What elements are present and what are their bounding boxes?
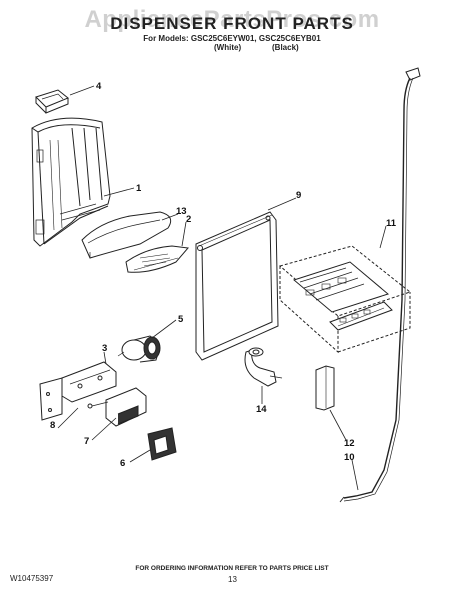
callout-7: 7 xyxy=(84,436,89,447)
ordering-note: FOR ORDERING INFORMATION REFER TO PARTS … xyxy=(135,565,329,572)
document-number: W10475397 xyxy=(10,574,54,583)
callout-12: 12 xyxy=(344,438,355,449)
part-8-plate xyxy=(39,377,63,421)
variant-white: (White) xyxy=(214,43,242,52)
part-9-frame xyxy=(195,211,279,361)
part-2-drip-tray xyxy=(125,245,189,273)
part-5-motor xyxy=(117,335,161,363)
callout-8: 8 xyxy=(50,420,55,431)
callout-13: 13 xyxy=(176,206,187,217)
part-10-tube xyxy=(339,67,421,503)
leader-lines xyxy=(57,85,387,491)
callout-9: 9 xyxy=(296,190,301,201)
watermark: AppliancePartsPros.com xyxy=(84,6,380,33)
callout-2: 2 xyxy=(186,214,191,225)
diagram-title: DISPENSER FRONT PARTS xyxy=(110,14,354,33)
callout-11: 11 xyxy=(386,218,397,229)
callout-labels: 4 1 13 2 9 11 5 3 8 7 6 14 12 10 xyxy=(50,81,397,469)
part-13-trim xyxy=(81,211,172,259)
callout-4: 4 xyxy=(96,81,102,92)
callout-10: 10 xyxy=(344,452,355,463)
callout-3: 3 xyxy=(102,343,107,354)
part-12-cover xyxy=(315,365,335,411)
callout-5: 5 xyxy=(178,314,184,325)
variant-black: (Black) xyxy=(272,43,299,52)
part-6-button xyxy=(147,427,177,461)
part-1-housing xyxy=(31,117,111,247)
part-3-bracket xyxy=(61,361,117,403)
callout-6: 6 xyxy=(120,458,125,469)
part-14-fitting xyxy=(244,347,283,387)
callout-1: 1 xyxy=(136,183,142,194)
model-numbers: For Models: GSC25C6EYW01, GSC25C6EYB01 xyxy=(143,34,321,43)
page-number: 13 xyxy=(228,575,237,584)
callout-14: 14 xyxy=(256,404,267,415)
part-4-cap xyxy=(35,89,69,114)
part-7-actuator xyxy=(87,387,147,427)
part-11-control-panel xyxy=(278,245,412,354)
